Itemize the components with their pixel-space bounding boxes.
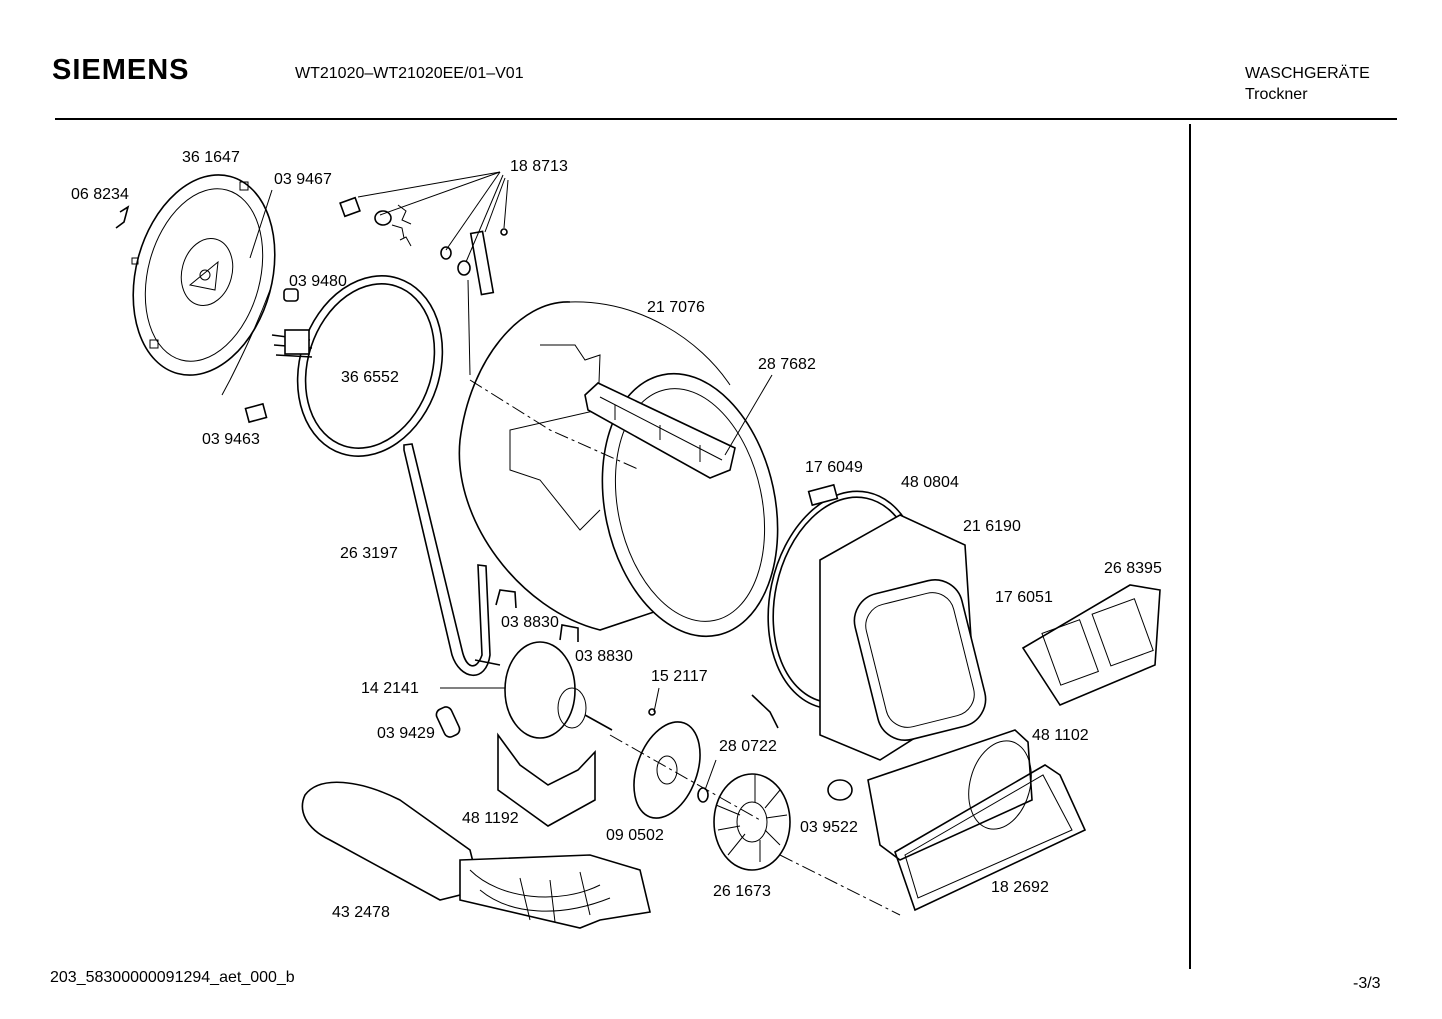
clip-part	[115, 205, 130, 229]
leader-lines	[249, 171, 901, 916]
motor	[440, 641, 613, 739]
pulley-wheel	[633, 708, 701, 819]
side-divider	[1189, 124, 1191, 969]
part-label: 21 7076	[647, 299, 705, 316]
part-label: 48 0804	[901, 474, 959, 491]
part-label: 48 1192	[462, 810, 519, 827]
motor-bracket	[495, 589, 579, 642]
part-label: 03 9429	[377, 725, 435, 742]
part-label: 09 0502	[606, 827, 664, 844]
part-label: 36 6552	[341, 369, 399, 386]
part-label: 03 9463	[202, 431, 260, 448]
part-label: 03 8830	[501, 614, 559, 631]
drive-belt	[403, 443, 491, 677]
thermostat-part	[283, 288, 299, 302]
fluff-filter	[1021, 584, 1161, 706]
fan-wheel	[713, 773, 791, 871]
part-label: 43 2478	[332, 904, 390, 921]
drum	[458, 301, 779, 638]
part-label: 03 9522	[800, 819, 858, 836]
part-label: 48 1102	[1032, 727, 1089, 744]
part-label: 03 9480	[289, 273, 347, 290]
part-label: 18 2692	[991, 879, 1049, 896]
door-seal-frame	[894, 764, 1087, 912]
part-label: 21 6190	[963, 518, 1021, 535]
fastener-set	[339, 196, 508, 296]
part-label: 26 1673	[713, 883, 771, 900]
exhaust-duct	[301, 781, 651, 929]
part-label: 15 2117	[651, 668, 708, 685]
seal-strip	[751, 694, 779, 729]
front-bearing-shield	[767, 483, 987, 761]
part-label: 17 6049	[805, 459, 863, 476]
part-label: 26 8395	[1104, 560, 1162, 577]
sensor-part	[827, 779, 853, 801]
bracket-part	[244, 402, 268, 424]
part-label: 26 3197	[340, 545, 398, 562]
header-divider	[55, 118, 1397, 120]
part-label: 03 9467	[274, 171, 332, 188]
part-labels: 36 1647 03 9467 06 8234 18 8713 03 9480 …	[71, 149, 1162, 921]
footer-document-code: 203_58300000091294_aet_000_b	[50, 969, 295, 986]
heating-element	[271, 275, 444, 457]
page-number: -3/3	[1353, 975, 1381, 992]
part-label: 28 0722	[719, 738, 777, 755]
part-label: 18 8713	[510, 158, 568, 175]
category-label: WASCHGERÄTE	[1245, 65, 1370, 82]
subcategory-label: Trockner	[1245, 86, 1308, 103]
part-label: 03 8830	[575, 648, 633, 665]
part-label: 14 2141	[361, 680, 419, 697]
part-label: 17 6051	[995, 589, 1053, 606]
fan-housing	[867, 729, 1033, 861]
rear-bearing-plate	[131, 174, 276, 396]
part-label: 06 8234	[71, 186, 129, 203]
part-label: 28 7682	[758, 356, 816, 373]
motor-cradle	[497, 732, 596, 827]
brand-logo: SIEMENS	[52, 54, 190, 86]
part-label: 36 1647	[182, 149, 240, 166]
model-number: WT21020–WT21020EE/01–V01	[295, 65, 524, 82]
drum-paddle	[584, 382, 736, 479]
capacitor	[435, 706, 461, 738]
